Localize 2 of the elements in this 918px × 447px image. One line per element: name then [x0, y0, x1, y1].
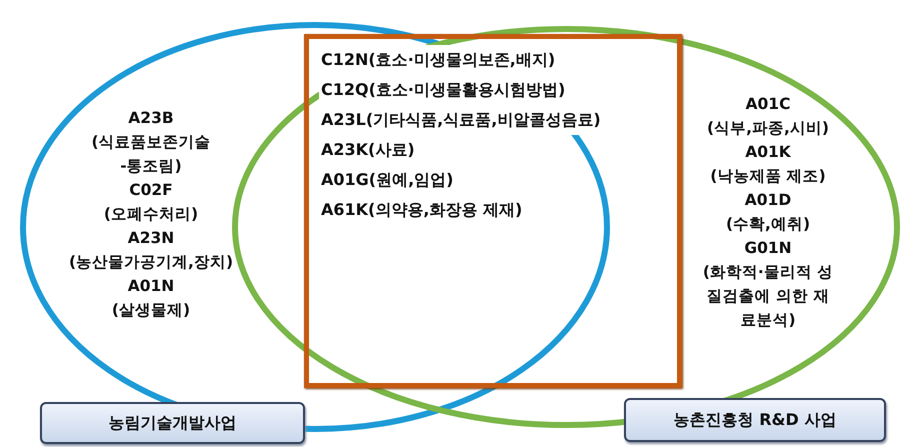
program-label-box: 농림기술개발사업	[40, 402, 305, 444]
program-label-box: 농촌진흥청 R&D 사업	[624, 398, 886, 442]
